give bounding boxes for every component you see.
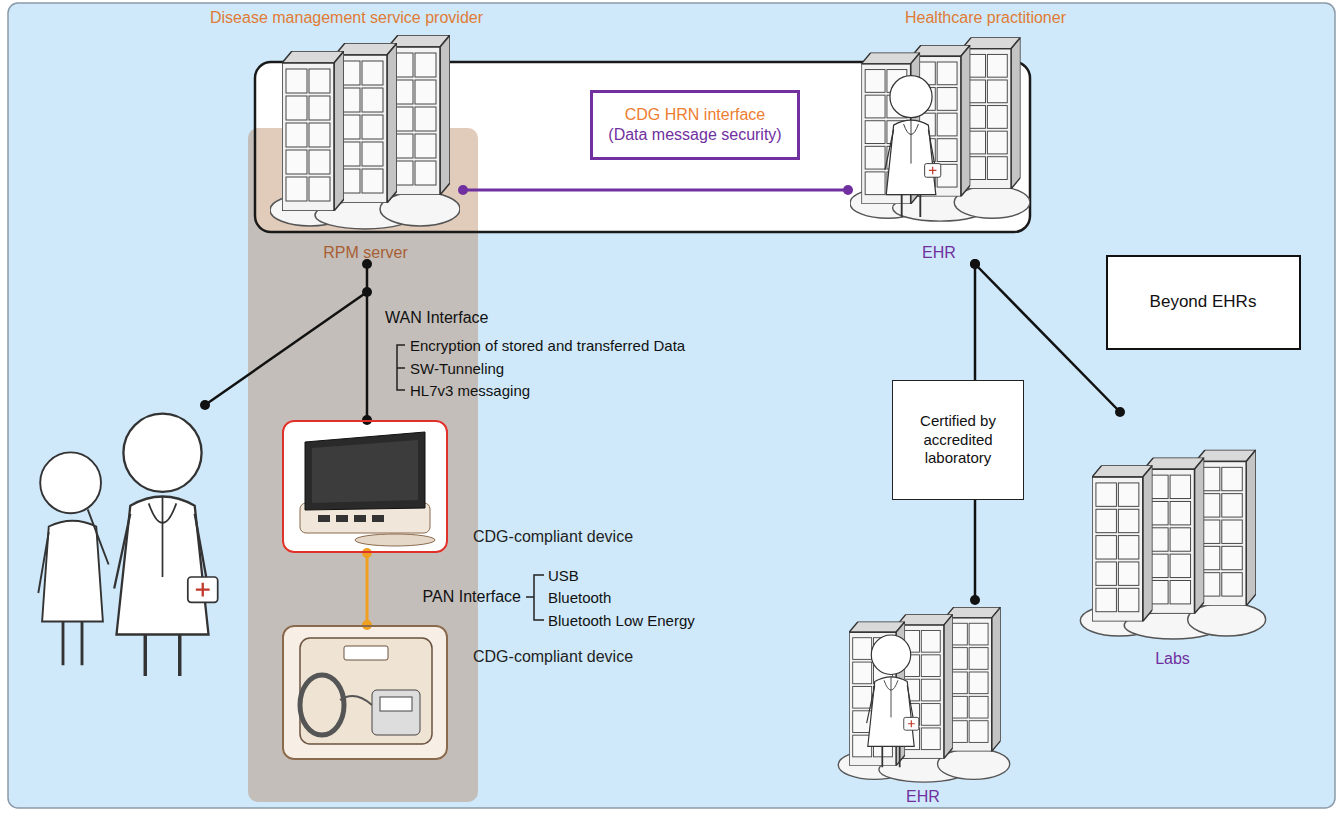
tablet-illustration xyxy=(300,432,435,546)
wan-bracket xyxy=(397,345,405,390)
connector-line xyxy=(974,264,977,380)
connector-line xyxy=(366,553,369,625)
server-node: EHR xyxy=(848,22,1030,264)
server-label: Labs xyxy=(1075,650,1270,668)
connector-dot xyxy=(970,259,980,269)
annotation-label: Encryption of stored and transferred Dat… xyxy=(410,337,685,354)
connector-dot xyxy=(362,548,372,558)
connector-dot xyxy=(458,185,468,195)
server-icon xyxy=(850,37,1030,221)
note-box: Beyond EHRs xyxy=(1106,255,1301,350)
doctor-figure xyxy=(885,76,941,217)
doctor-figure xyxy=(867,635,919,767)
connector-dot xyxy=(843,185,853,195)
device-label: CDG-compliant device xyxy=(473,648,633,666)
annotation-label: WAN Interface xyxy=(385,309,488,327)
connector-group xyxy=(362,548,372,630)
annotation-label: Bluetooth xyxy=(548,589,611,606)
device-panel-fill xyxy=(282,420,448,553)
connector-group xyxy=(970,259,980,380)
connector-line xyxy=(974,500,977,600)
connector-dot xyxy=(970,595,980,605)
pan-bracket xyxy=(526,575,544,620)
server-node: EHR xyxy=(832,600,1014,808)
connector-dot xyxy=(1115,407,1125,417)
server-icon xyxy=(1080,450,1265,639)
doctor-figure xyxy=(114,414,218,676)
annotation-label: USB xyxy=(548,567,579,584)
note-text: Beyond EHRs xyxy=(1150,291,1257,312)
device-label: CDG-compliant device xyxy=(473,528,633,546)
connector-line xyxy=(463,189,848,192)
annotation-label: Healthcare practitioner xyxy=(905,9,1066,27)
connector-dot xyxy=(970,259,980,269)
connector-line xyxy=(366,264,369,420)
server-node: RPM server xyxy=(268,22,463,264)
interface-text: (Data message security) xyxy=(608,125,781,145)
server-label: RPM server xyxy=(268,244,463,262)
interface-box: CDG HRN interface(Data message security) xyxy=(590,90,800,160)
server-label: EHR xyxy=(832,788,1014,806)
server-icon xyxy=(270,35,460,229)
interface-text: CDG HRN interface xyxy=(625,105,765,125)
connector-group xyxy=(970,500,980,605)
background-panel xyxy=(8,3,1335,808)
server-label: EHR xyxy=(848,244,1030,262)
annotation-label: Bluetooth Low Energy xyxy=(548,612,695,629)
certification-box: Certified by accredited laboratory xyxy=(892,380,1024,500)
people-leader xyxy=(200,287,372,410)
measuring-devices-illustration xyxy=(300,638,432,744)
server-node: Labs xyxy=(1075,412,1270,670)
annotation-label: HL7v3 messaging xyxy=(410,382,530,399)
annotation-label: SW-Tunneling xyxy=(410,360,504,377)
certification-text: Certified by accredited laboratory xyxy=(903,412,1013,468)
connector-group xyxy=(362,259,372,425)
patient-figure xyxy=(38,452,108,665)
device-box: CDG-compliant device xyxy=(282,420,448,553)
annotation-label: PAN Interface xyxy=(423,588,521,606)
device-box: CDG-compliant device xyxy=(282,625,448,760)
connector-group xyxy=(458,185,853,195)
server-icon xyxy=(838,607,1009,782)
device-panel-fill xyxy=(282,625,448,760)
annotation-label: Disease management service provider xyxy=(210,9,483,27)
